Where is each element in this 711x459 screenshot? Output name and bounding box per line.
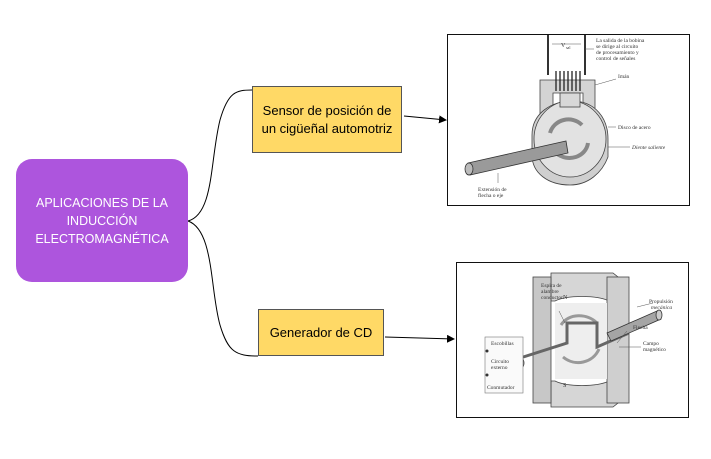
branch-curve-top — [187, 89, 253, 222]
propulsion-label-line-1: Propulsión — [649, 299, 673, 305]
south-pole-label: S — [563, 383, 566, 389]
coil-output-line-4: control de señales — [596, 56, 635, 62]
crankshaft-sensor-figure: V sal La salida de la bobina — [447, 34, 690, 206]
arrow-to-figure2 — [384, 334, 455, 343]
branch-label-dc-generator: Generador de CD — [269, 324, 373, 340]
branch-node-dc-generator: Generador de CD — [258, 309, 384, 356]
shaft-label-line-1: Extensión de — [478, 187, 507, 193]
shaft-label: Flecha — [633, 325, 648, 331]
propulsion-label-line-2: mecánica — [651, 305, 672, 311]
brushes-label: Escobillas — [491, 341, 514, 347]
crankshaft-sensor-illustration: V sal La salida de la bobina — [464, 35, 666, 199]
commutator-label: Conmutador — [487, 385, 515, 391]
coil-output-line-2: se dirige al circuito — [596, 44, 639, 50]
loop-label-line-3: conductor — [541, 295, 563, 301]
arrow-to-figure1 — [403, 115, 447, 124]
loop-label-line-2: alambre — [541, 289, 559, 295]
coil-output-line-1: La salida de la bobina — [596, 38, 645, 44]
external-circuit-label-line-2: externo — [491, 365, 508, 371]
root-label: APLICACIONES DE LA INDUCCIÓN ELECTROMAGN… — [35, 195, 169, 246]
magnet-label: Imán — [618, 74, 630, 80]
tooth-label: Diente saliente — [631, 145, 666, 151]
steel-disk-label: Disco de acero — [618, 125, 651, 131]
field-label-line-1: Campo — [643, 341, 659, 347]
vout-sub-label: sal — [566, 45, 571, 50]
branch-label-crankshaft-sensor: Sensor de posición de un cigüeñal automo… — [261, 102, 393, 136]
root-node: APLICACIONES DE LA INDUCCIÓN ELECTROMAGN… — [16, 159, 188, 282]
branch-curve-bottom — [187, 220, 259, 357]
dc-generator-figure: N S Espira de alambre conductor Propulsi… — [456, 262, 689, 418]
coil-output-line-3: de procesamiento y — [596, 50, 639, 56]
branch-node-crankshaft-sensor: Sensor de posición de un cigüeñal automo… — [252, 86, 402, 153]
shaft-label-line-2: flecha o eje — [478, 192, 504, 199]
external-circuit-label-line-1: Circuito — [491, 359, 509, 365]
loop-label-line-1: Espira de — [541, 283, 562, 289]
dc-generator-illustration: N S Espira de alambre conductor Propulsi… — [484, 272, 673, 408]
field-label-line-2: magnético — [643, 347, 666, 353]
vout-label: V — [561, 43, 566, 49]
north-pole-label: N — [563, 295, 568, 301]
